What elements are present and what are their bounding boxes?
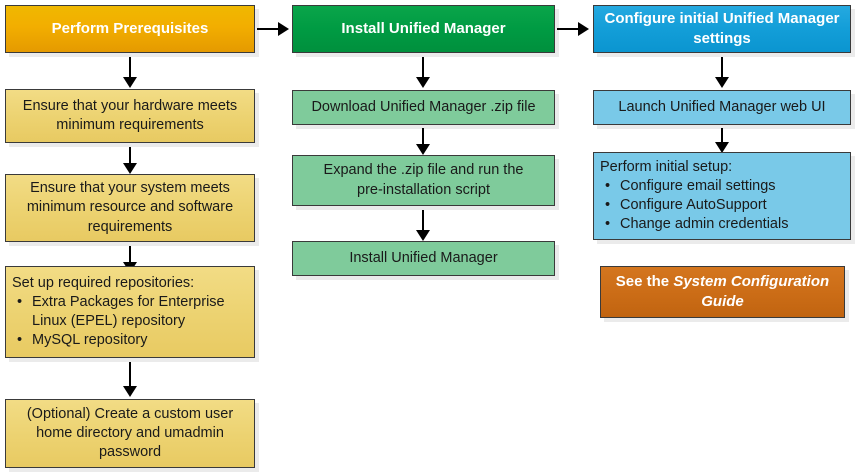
connector-line-prereq-2: [129, 147, 131, 169]
step-label-custom-user-home: (Optional) Create a custom user home dir…: [26, 405, 234, 461]
connector-arrow-install-2: [416, 144, 430, 155]
connector-line-col1-col2: [257, 28, 285, 30]
connector-arrow-prereq-4: [123, 386, 137, 397]
step-label-perform-initial-setup: Perform initial setup:: [600, 159, 733, 176]
step-box-launch-web-ui[interactable]: Launch Unified Manager web UI: [593, 90, 851, 125]
initial-setup-list: Configure email settings Configure AutoS…: [594, 177, 850, 234]
connector-arrow-prereq-2: [123, 163, 137, 174]
header-box-configure-initial-settings[interactable]: Configure initial Unified Manager settin…: [593, 5, 851, 53]
step-box-install-unified-manager[interactable]: Install Unified Manager: [292, 241, 555, 276]
reference-title: System Configuration Guide: [673, 273, 830, 310]
step-label-system-requirements: Ensure that your system meets minimum re…: [26, 180, 234, 235]
step-label-download-zip: Download Unified Manager .zip file: [311, 98, 536, 115]
step-label-required-repositories: Set up required repositories:: [12, 275, 195, 292]
list-item: Extra Packages for Enterprise Linux (EPE…: [17, 293, 250, 331]
step-label-install-unified-manager: Install Unified Manager: [349, 249, 498, 266]
connector-line-prereq-3: [129, 246, 131, 268]
connector-line-prereq-4: [129, 362, 131, 392]
step-label-hardware-requirements: Ensure that your hardware meets minimum …: [22, 97, 238, 133]
header-box-perform-prerequisites[interactable]: Perform Prerequisites: [5, 5, 255, 53]
connector-arrow-install-1: [416, 77, 430, 88]
list-item: Configure email settings: [605, 177, 846, 196]
connector-line-prereq-1: [129, 57, 131, 81]
connector-arrow-col2-col3: [578, 22, 589, 36]
connector-arrow-col1-col2: [278, 22, 289, 36]
connector-line-install-3: [422, 210, 424, 236]
header-label-install-unified-manager: Install Unified Manager: [341, 20, 506, 38]
step-label-expand-zip: Expand the .zip file and run the pre-ins…: [323, 162, 524, 198]
list-item: MySQL repository: [17, 331, 250, 350]
reference-prefix: See the: [615, 273, 674, 291]
step-box-download-zip[interactable]: Download Unified Manager .zip file: [292, 90, 555, 125]
header-box-install-unified-manager[interactable]: Install Unified Manager: [292, 5, 555, 53]
step-box-hardware-requirements[interactable]: Ensure that your hardware meets minimum …: [5, 89, 255, 143]
header-label-configure-initial-settings: Configure initial Unified Manager settin…: [604, 10, 840, 47]
step-box-required-repositories[interactable]: Set up required repositories: Extra Pack…: [5, 266, 255, 358]
step-box-system-requirements[interactable]: Ensure that your system meets minimum re…: [5, 174, 255, 242]
connector-line-configure-1: [721, 57, 723, 81]
reference-box-system-configuration-guide[interactable]: See the System Configuration Guide: [600, 266, 845, 318]
step-label-launch-web-ui: Launch Unified Manager web UI: [618, 98, 826, 115]
step-box-expand-zip[interactable]: Expand the .zip file and run the pre-ins…: [292, 155, 555, 206]
connector-arrow-configure-1: [715, 77, 729, 88]
connector-arrow-configure-2: [715, 142, 729, 153]
list-item: Change admin credentials: [605, 215, 846, 234]
connector-arrow-prereq-1: [123, 77, 137, 88]
reference-label-system-configuration-guide: See the System Configuration Guide: [601, 272, 844, 312]
step-box-custom-user-home[interactable]: (Optional) Create a custom user home dir…: [5, 399, 255, 468]
connector-line-configure-2: [721, 128, 723, 150]
connector-arrow-install-3: [416, 230, 430, 241]
repository-list: Extra Packages for Enterprise Linux (EPE…: [6, 293, 254, 350]
connector-line-install-2: [422, 128, 424, 150]
list-item: Configure AutoSupport: [605, 196, 846, 215]
connector-line-install-1: [422, 57, 424, 81]
step-box-perform-initial-setup[interactable]: Perform initial setup: Configure email s…: [593, 152, 851, 240]
connector-line-col2-col3: [557, 28, 585, 30]
header-label-perform-prerequisites: Perform Prerequisites: [51, 20, 209, 38]
